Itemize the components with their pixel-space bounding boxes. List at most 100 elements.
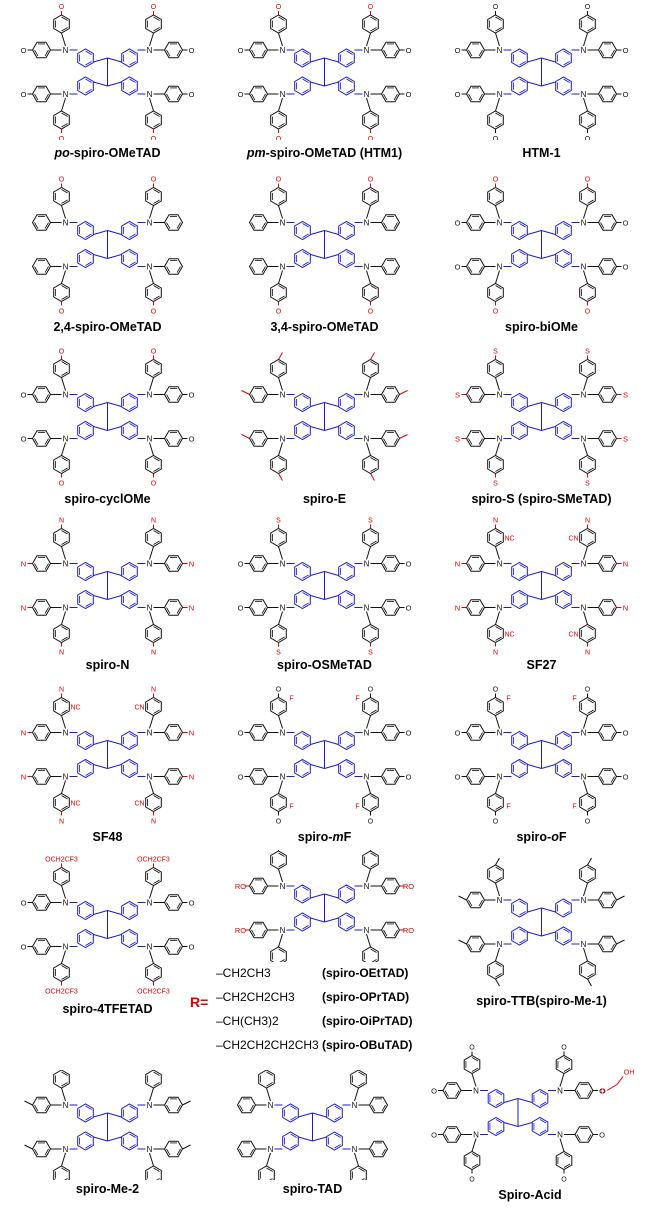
double-bond	[278, 948, 285, 953]
fluorene-bond	[310, 740, 325, 745]
nitrogen-atom: N	[364, 773, 370, 782]
fluorene-bond	[527, 426, 542, 431]
nitrogen-atom: N	[364, 263, 370, 272]
fluorene-bond	[527, 764, 542, 769]
phenyl-ring	[163, 41, 184, 59]
nitrogen-atom: N	[497, 604, 503, 613]
double-bond	[153, 361, 160, 366]
double-bond	[302, 733, 309, 738]
double-bond	[455, 1134, 460, 1141]
phenyl-ring	[248, 921, 269, 939]
double-bond	[610, 93, 615, 101]
substituent-label: O	[59, 349, 65, 356]
double-bond	[468, 899, 473, 907]
phenyl-ring	[487, 454, 504, 475]
fluorene-bond	[541, 81, 556, 87]
double-bond	[600, 563, 605, 570]
amine-bond	[366, 715, 371, 729]
double-bond	[129, 564, 136, 569]
double-bond	[519, 223, 526, 228]
substituent-label: O	[189, 391, 195, 400]
double-bond	[370, 709, 377, 714]
amine-bond	[61, 715, 66, 729]
fluorene-ring	[77, 392, 94, 413]
substituent-bond	[458, 895, 467, 901]
double-bond	[129, 433, 136, 438]
double-bond	[346, 223, 353, 228]
double-bond	[346, 733, 353, 738]
substituent-bond	[616, 895, 625, 901]
double-bond	[261, 929, 266, 937]
double-bond	[393, 885, 398, 893]
double-bond	[495, 371, 502, 376]
nitrogen-atom: N	[497, 263, 503, 272]
cyano-label: NC	[70, 801, 80, 808]
nitrogen-atom: N	[63, 773, 69, 782]
double-bond	[176, 776, 181, 783]
amine-bond	[354, 1152, 359, 1167]
substituent-label: O	[455, 773, 461, 782]
double-bond	[519, 771, 526, 776]
double-bond	[44, 946, 49, 953]
phenyl-ring	[31, 555, 52, 572]
double-bond	[302, 78, 309, 83]
fluorene-bond	[527, 907, 542, 913]
phenyl-ring	[31, 85, 52, 103]
double-bond	[370, 699, 377, 704]
nitrogen-atom: N	[497, 773, 503, 782]
double-bond	[266, 1082, 273, 1087]
substituent-label: O	[59, 177, 65, 184]
nitrogen-atom: N	[581, 263, 587, 272]
fluorene-ring	[294, 420, 311, 441]
nitrogen-atom: N	[280, 560, 286, 569]
double-bond	[129, 61, 136, 66]
nitrogen-atom: N	[364, 604, 370, 613]
phenyl-ring	[487, 792, 504, 813]
fluorene-bond	[527, 740, 542, 745]
double-bond	[563, 574, 570, 579]
double-bond	[166, 563, 171, 570]
fluorene-ring	[555, 589, 572, 610]
cyano-label: CN	[134, 801, 144, 808]
substituent-label: N	[59, 650, 64, 656]
phenyl-ring	[163, 386, 184, 403]
phenyl-ring	[248, 599, 269, 616]
substituent-label: O	[455, 729, 461, 738]
double-bond	[290, 1133, 297, 1138]
double-bond	[587, 295, 594, 300]
phenyl-ring	[362, 696, 379, 717]
phenyl-ring	[270, 186, 287, 207]
substituent-label: OCH2CF3	[137, 989, 170, 996]
double-bond	[539, 1101, 547, 1106]
double-bond	[251, 222, 256, 229]
double-bond	[370, 16, 377, 21]
double-bond	[587, 27, 594, 32]
nitrogen-atom: N	[280, 604, 286, 613]
double-bond	[278, 636, 285, 641]
fluorene-bond	[541, 764, 556, 769]
substituent-label: S	[368, 518, 373, 525]
substituent-label: O	[455, 46, 461, 55]
compound-label: spiro-OSMeTAD	[277, 658, 372, 672]
substituent-label: O	[406, 773, 412, 782]
double-bond	[519, 761, 526, 766]
double-bond	[478, 93, 483, 101]
amine-bond	[495, 270, 500, 284]
double-bond	[251, 438, 256, 445]
double-bond	[61, 805, 68, 810]
double-bond	[261, 266, 266, 273]
double-bond	[176, 607, 181, 614]
phenyl-ring	[163, 599, 184, 616]
substituent-label: O	[276, 819, 282, 826]
substituent-label: N	[493, 518, 498, 525]
fluorene-ring	[338, 758, 355, 779]
nitrogen-atom: N	[497, 90, 503, 99]
amine-bond	[149, 611, 154, 625]
phenyl-ring	[248, 214, 269, 231]
double-bond	[346, 233, 353, 238]
fluorene-bond	[93, 230, 108, 235]
